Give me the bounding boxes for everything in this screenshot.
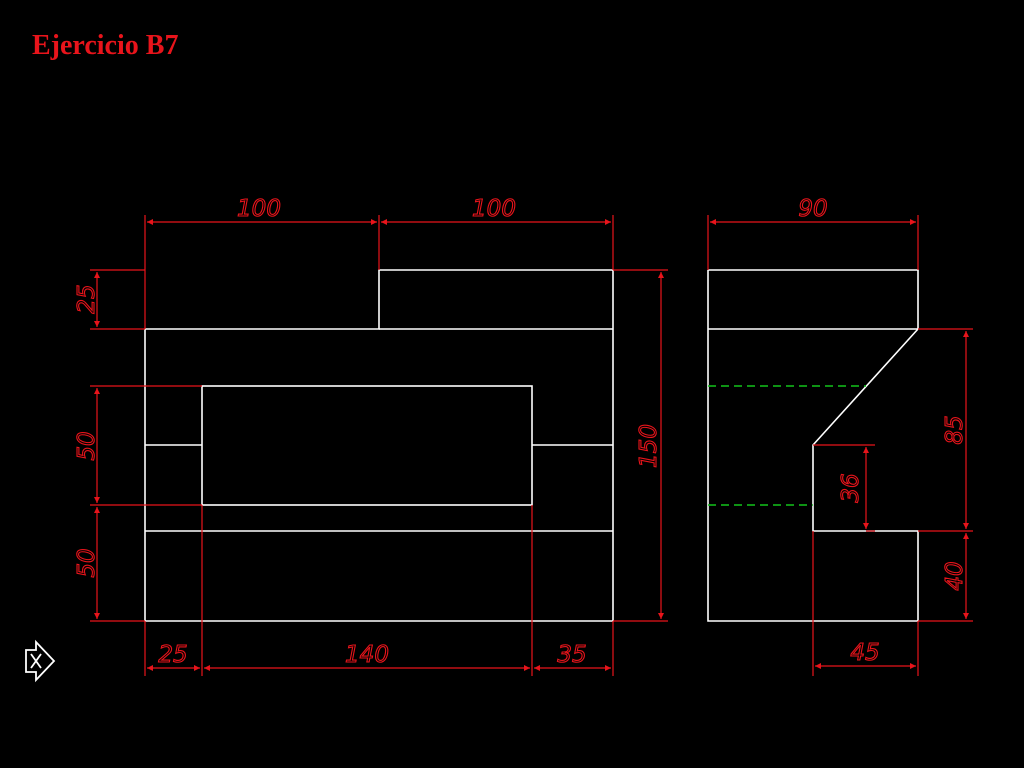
dim-label-left-top: 25: [74, 284, 100, 313]
dim-label-side-bottom: 45: [850, 640, 879, 666]
next-slide-icon[interactable]: [22, 638, 58, 684]
dim-label-bottom-left: 25: [158, 642, 187, 668]
dim-label-side-slot: 36: [838, 473, 864, 502]
dim-label-bottom-mid: 140: [345, 642, 389, 668]
side-dimensions: 90 36 85 40 45: [707, 195, 973, 676]
dim-label-left-bottom: 50: [74, 548, 100, 577]
dim-label-top-left: 100: [237, 196, 281, 222]
page-title: Ejercicio B7: [32, 30, 179, 61]
dim-label-bottom-right: 35: [557, 642, 586, 668]
dim-label-right-total: 150: [636, 424, 662, 468]
dim-label-side-right-upper: 85: [942, 415, 968, 444]
front-window: [201, 385, 533, 506]
dim-label-top-right: 100: [472, 196, 516, 222]
dim-label-side-right-lower: 40: [942, 561, 968, 590]
dim-label-side-top: 90: [798, 196, 827, 222]
front-dimensions: 100 100 25 50 50 150 25 140 35: [73, 195, 668, 676]
front-view: [144, 269, 614, 622]
dim-label-left-mid: 50: [74, 431, 100, 460]
